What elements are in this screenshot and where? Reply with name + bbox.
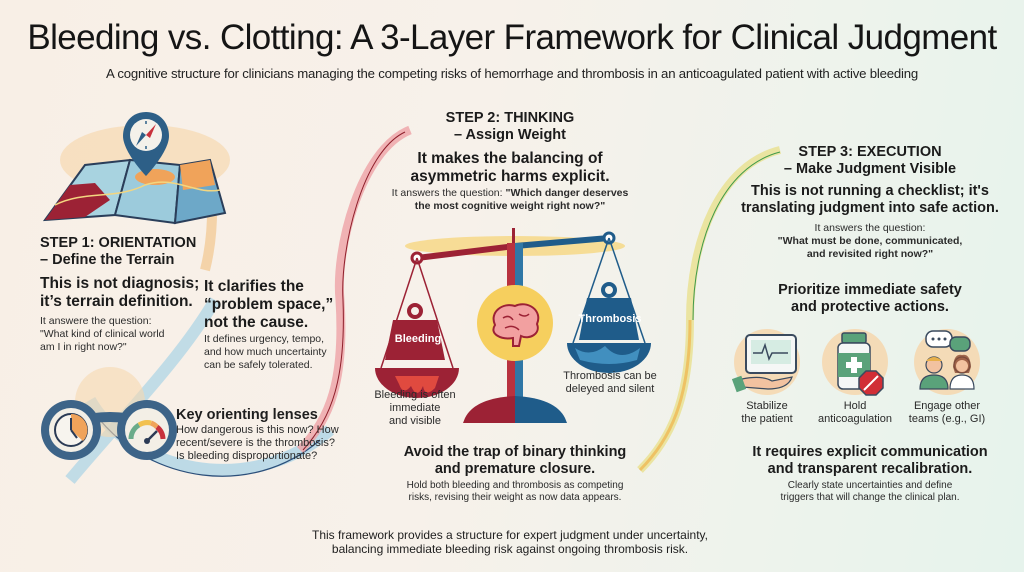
clock-icon — [54, 413, 88, 447]
step2-trap-heading: Avoid the trap of binary thinking and pr… — [403, 444, 627, 477]
step3-heading: STEP 3: EXECUTION – Make Judgment Visibl… — [783, 144, 957, 177]
pill-bottle-stop-icon — [822, 329, 888, 396]
compass-pin-icon — [123, 112, 169, 176]
weight-label-thrombosis: Thrombosis — [578, 313, 642, 325]
step3-comm-heading: It requires explicit communication and t… — [752, 444, 988, 477]
step1-lenses: Key orienting lenses How dangerous is th… — [176, 407, 339, 462]
step1-clarify-heading: It clarifies the “problem space,” not th… — [204, 278, 334, 331]
thrombosis-caption: Thrombosis can be deleyed and silent — [563, 370, 657, 395]
team-chat-icon — [914, 329, 980, 395]
balance-scale-icon — [375, 228, 651, 423]
step3-comm-body: Clearly state uncertainties and define t… — [780, 480, 960, 503]
step1-question: It answere the question: "What kind of c… — [40, 315, 165, 353]
weight-label-bleeding: Bleeding — [394, 333, 442, 345]
lenses-title: Key orienting lenses — [176, 407, 318, 423]
step1-clarify-body: It defines urgency, tempo, and how much … — [204, 333, 327, 371]
footer-summary: This framework provides a structure for … — [312, 528, 708, 556]
step1-lead: This is not diagnosis; it’s terrain defi… — [40, 275, 200, 310]
action-label-stabilize: Stabilize the patient — [741, 400, 793, 425]
step2-question: It answers the question: "Which danger d… — [391, 187, 629, 212]
page-subtitle: A cognitive structure for clinicians man… — [105, 66, 918, 81]
bleeding-caption: Bleeding is often immediate and visible — [374, 389, 456, 427]
gauge-icon — [128, 420, 166, 444]
step2-trap-body: Hold both bleeding and thrombosis as com… — [406, 480, 624, 503]
step3-priority: Prioritize immediate safety and protecti… — [778, 282, 962, 315]
step2-lead: It makes the balancing of asymmetric har… — [410, 150, 610, 185]
page-title: Bleeding vs. Clotting: A 3-Layer Framewo… — [27, 18, 997, 57]
action-label-hold: Hold anticoagulation — [817, 400, 892, 425]
monitor-hand-icon — [731, 329, 800, 395]
step3-lead: This is not running a checklist; it's tr… — [741, 183, 999, 216]
step3-question: It answers the question: "What must be d… — [777, 222, 963, 260]
map-icon — [42, 125, 230, 225]
brain-icon — [492, 303, 540, 347]
action-label-engage: Engage other teams (e.g., GI) — [908, 400, 986, 425]
step2-heading: STEP 2: THINKING – Assign Weight — [445, 110, 575, 143]
step1-heading: STEP 1: ORIENTATION – Define the Terrain — [40, 235, 197, 268]
